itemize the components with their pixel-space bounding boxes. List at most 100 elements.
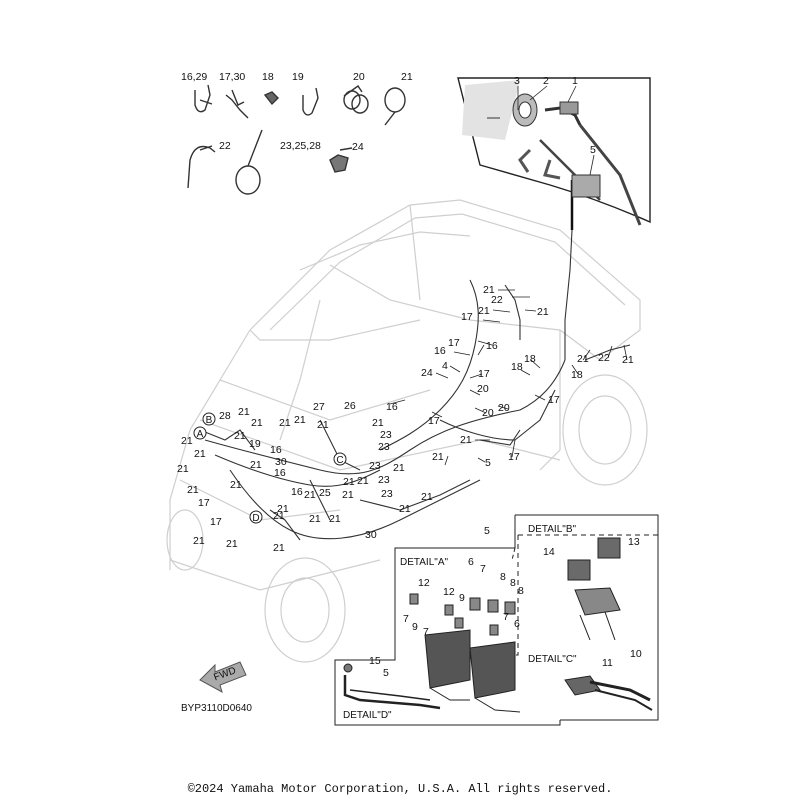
callout: 21 <box>393 462 405 474</box>
wire-harness <box>199 229 631 541</box>
callout: 20 <box>477 383 489 395</box>
marker-b: B <box>206 415 213 426</box>
callout: 21 <box>279 417 291 429</box>
detail-d-title: DETAIL"D" <box>343 710 392 721</box>
part-label: 19 <box>292 71 304 83</box>
callout: 23 <box>380 429 392 441</box>
detail-part: 8 <box>518 585 524 597</box>
callout: 21 <box>421 491 433 503</box>
part-label: 20 <box>353 71 365 83</box>
vehicle-outline <box>166 199 648 663</box>
detail-part: 7 <box>480 563 486 575</box>
detail-c-connector <box>564 675 653 711</box>
detail-part: 5 <box>484 525 490 537</box>
callout: 20 <box>482 407 494 419</box>
callout: 21 <box>294 414 306 426</box>
part-label: 16,29 <box>181 71 207 83</box>
callout: 21 <box>622 354 634 366</box>
callout: 23 <box>381 488 393 500</box>
callout: 21 <box>399 503 411 515</box>
callout: 16 <box>274 467 286 479</box>
callout: 18 <box>511 361 523 373</box>
detail-part: 12 <box>443 586 455 598</box>
callout: 21 <box>187 484 199 496</box>
callout: 26 <box>344 400 356 412</box>
callout: 21 <box>273 510 285 522</box>
part-label: 21 <box>401 71 413 83</box>
callout: 19 <box>249 438 261 450</box>
callout: 25 <box>319 487 331 499</box>
callout: 21 <box>460 434 472 446</box>
callout: 16 <box>291 486 303 498</box>
callout: 17 <box>448 337 460 349</box>
detail-b-title: DETAIL"B" <box>528 524 576 535</box>
part-label: 5 <box>590 144 596 156</box>
copyright-notice: ©2024 Yamaha Motor Corporation, U.S.A. A… <box>187 782 613 796</box>
part-label: 1 <box>572 75 578 87</box>
detail-part: 15 <box>369 655 381 667</box>
callout: 5 <box>485 457 491 469</box>
part-label: 18 <box>262 71 274 83</box>
top-parts-icons <box>187 84 406 195</box>
callout: 24 <box>421 367 433 379</box>
callout: 17 <box>198 497 210 509</box>
callout: 21 <box>251 417 263 429</box>
callout: 21 <box>432 451 444 463</box>
callout: 28 <box>219 410 231 422</box>
inset-part-labels: 3 2 1 5 <box>514 75 596 156</box>
part-label: 22 <box>219 140 231 152</box>
callout: 21 <box>273 542 285 554</box>
callout: 17 <box>428 415 440 427</box>
callout: 21 <box>304 489 316 501</box>
callout: 21 <box>483 284 495 296</box>
callout: 21 <box>577 353 589 365</box>
detail-part: 5 <box>383 667 389 679</box>
callout: 17 <box>478 368 490 380</box>
part-label: 2 <box>543 75 549 87</box>
callout: 30 <box>365 529 377 541</box>
detail-part: 8 <box>500 571 506 583</box>
detail-labels: DETAIL"B" 5 14 13 DETAIL"A" 6 7 8 8 8 12… <box>343 524 642 721</box>
detail-a-title: DETAIL"A" <box>400 557 448 568</box>
detail-part: 7 <box>403 613 409 625</box>
callout: 21 <box>277 503 289 515</box>
detail-part: 9 <box>412 621 418 633</box>
detail-part: 6 <box>514 618 520 630</box>
part-label: 17,30 <box>219 71 245 83</box>
callout: 21 <box>478 305 490 317</box>
callout: 18 <box>524 353 536 365</box>
callout: 18 <box>571 369 583 381</box>
callout: 21 <box>238 406 250 418</box>
callout: 17 <box>508 451 520 463</box>
callout: 16 <box>270 444 282 456</box>
detail-part: 9 <box>459 592 465 604</box>
callout: 16 <box>434 345 446 357</box>
detail-part: 13 <box>628 536 640 548</box>
detail-part: 10 <box>630 648 642 660</box>
callout: 20 <box>498 402 510 414</box>
callout: 22 <box>491 294 503 306</box>
callout: 23 <box>378 441 390 453</box>
callout: 16 <box>486 340 498 352</box>
detail-part: 14 <box>543 546 555 558</box>
callout: 21 <box>250 459 262 471</box>
callout: 16 <box>386 401 398 413</box>
callout: 21 <box>343 476 355 488</box>
callout: 17 <box>210 516 222 528</box>
callout: 21 <box>342 489 354 501</box>
callout: 21 <box>537 306 549 318</box>
detail-markers: A B C D <box>193 412 347 524</box>
detail-a-fuse-box <box>409 593 521 713</box>
detail-d-terminal <box>343 663 441 710</box>
callout: 21 <box>317 419 329 431</box>
callout: 22 <box>598 352 610 364</box>
marker-c: C <box>336 455 343 466</box>
callout: 21 <box>372 417 384 429</box>
callout: 21 <box>194 448 206 460</box>
callout: 21 <box>234 430 246 442</box>
callout: 21 <box>177 463 189 475</box>
detail-b-relays <box>567 537 621 641</box>
detail-part: 12 <box>418 577 430 589</box>
callout: 21 <box>181 435 193 447</box>
